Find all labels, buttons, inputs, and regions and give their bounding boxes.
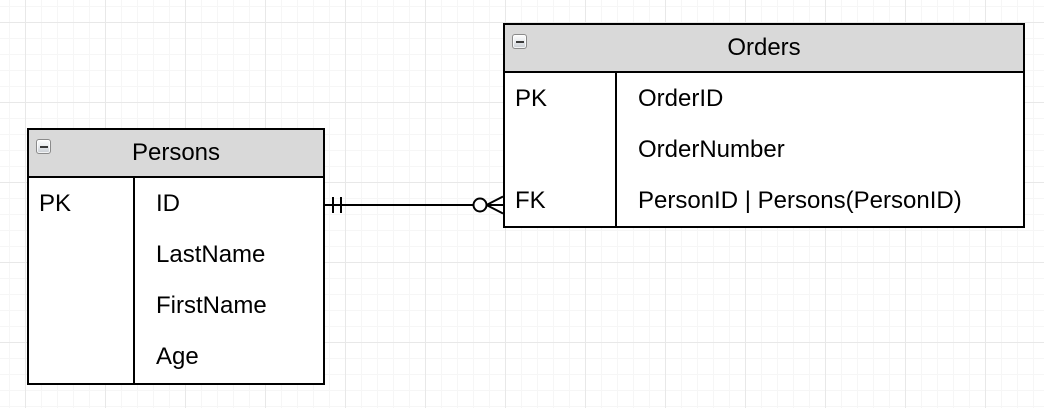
- row-key-cell[interactable]: PK: [39, 189, 72, 217]
- relationship-connector[interactable]: [320, 185, 510, 225]
- row-field-cell[interactable]: LastName: [156, 240, 266, 268]
- row-field-cell[interactable]: FirstName: [156, 292, 267, 320]
- row-field-cell[interactable]: ID: [156, 189, 180, 217]
- row-key-cell[interactable]: FK: [515, 186, 546, 214]
- persons-body: PK ID LastName FirstName Age: [29, 178, 323, 383]
- row-key-cell[interactable]: [29, 332, 133, 383]
- row-key-cell[interactable]: PK: [515, 84, 548, 112]
- minus-glyph: [515, 40, 524, 43]
- orders-body: PK FK OrderID OrderNumber PersonID | Per…: [505, 73, 1023, 226]
- row-field-cell[interactable]: Age: [156, 343, 199, 371]
- row-key-cell[interactable]: [505, 124, 615, 175]
- persons-header[interactable]: Persons: [29, 130, 323, 178]
- orders-header[interactable]: Orders: [505, 25, 1023, 73]
- table-title: Persons: [131, 139, 221, 166]
- table-title: Orders: [727, 34, 801, 61]
- row-field-cell[interactable]: PersonID | Persons(PersonID): [638, 186, 962, 214]
- persons-key-column: PK: [29, 178, 135, 383]
- zero-or-many-cardinality-marker: [472, 195, 504, 215]
- row-key-cell[interactable]: [29, 281, 133, 332]
- minus-glyph: [39, 145, 48, 148]
- persons-field-column: ID LastName FirstName Age: [135, 178, 323, 383]
- collapse-minus-icon[interactable]: [512, 34, 527, 49]
- row-field-cell[interactable]: OrderNumber: [638, 135, 785, 163]
- one-cardinality-marker: [332, 197, 342, 213]
- entity-table-orders[interactable]: Orders PK FK OrderID OrderNumber PersonI…: [503, 23, 1025, 228]
- orders-field-column: OrderID OrderNumber PersonID | Persons(P…: [617, 73, 1023, 226]
- collapse-minus-icon[interactable]: [36, 139, 51, 154]
- row-key-cell[interactable]: [29, 229, 133, 280]
- orders-key-column: PK FK: [505, 73, 617, 226]
- entity-table-persons[interactable]: Persons PK ID LastName FirstName Age: [27, 128, 325, 385]
- row-field-cell[interactable]: OrderID: [638, 84, 724, 112]
